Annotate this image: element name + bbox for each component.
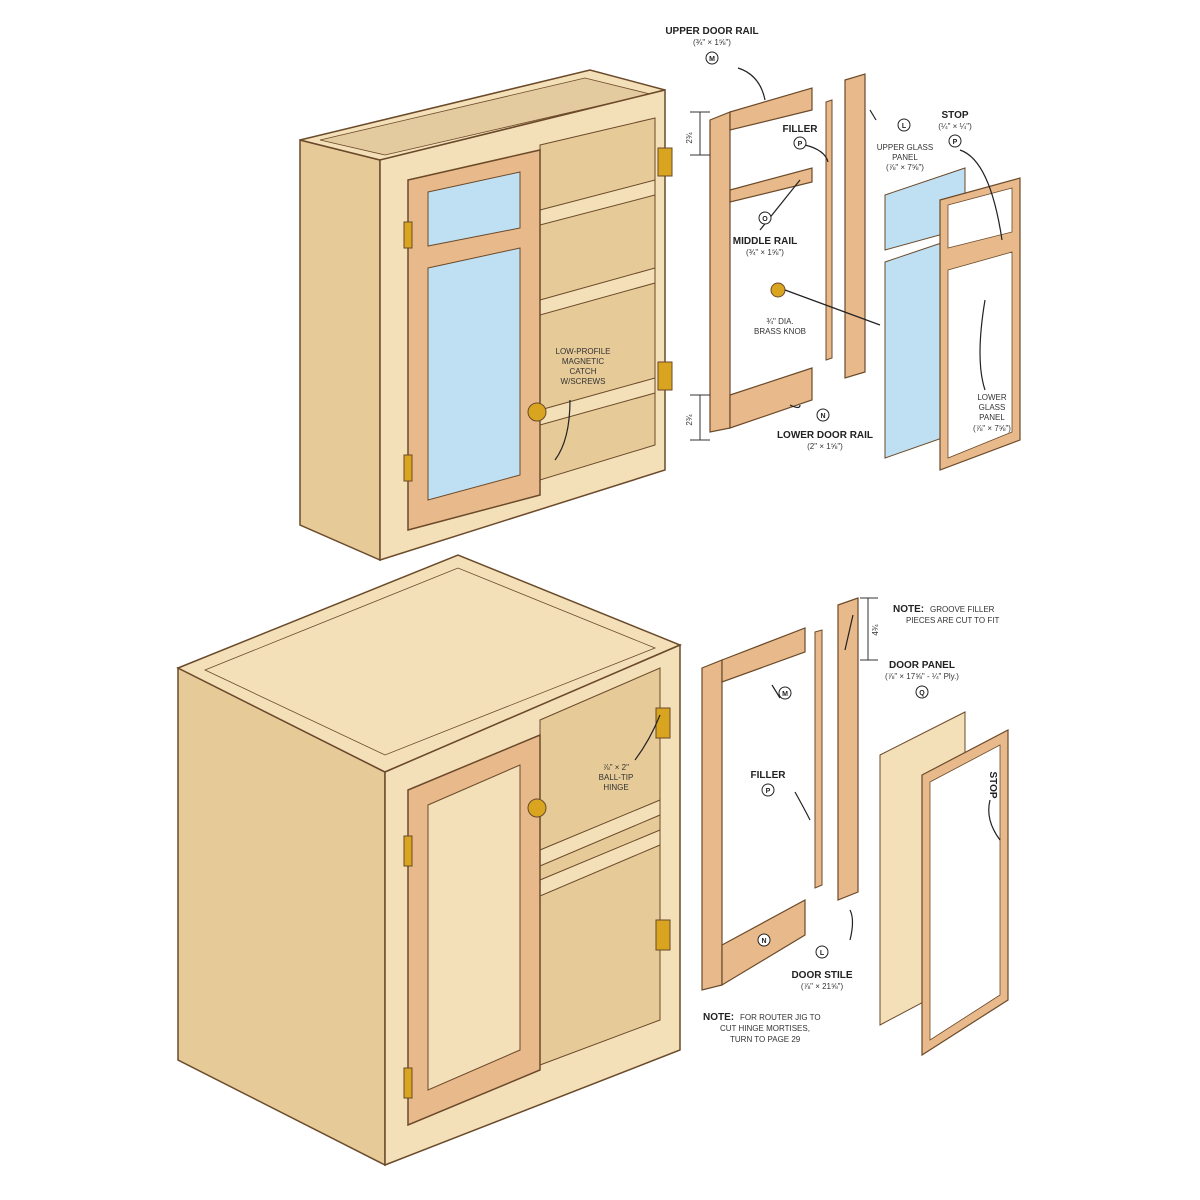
label-lower-glass-2: GLASS xyxy=(979,403,1006,412)
door-stile xyxy=(837,597,859,901)
dim-bottom-rail: 2¾ xyxy=(685,414,694,425)
label-lower-door-rail: LOWER DOOR RAIL xyxy=(777,430,873,441)
upper-hinge-top xyxy=(657,147,673,177)
leader-lines xyxy=(554,67,1003,941)
label-hinge-3: HINGE xyxy=(603,783,628,792)
lower-cabinet xyxy=(176,554,682,1167)
label-middle-rail-dim: (¾" × 1⅝") xyxy=(746,248,784,257)
label-filler-lower: FILLER xyxy=(751,770,787,781)
tag-rail-m: M xyxy=(778,686,792,700)
upper-door-glass-bottom xyxy=(427,247,521,501)
note-top-head: NOTE: xyxy=(893,604,924,615)
label-stop: STOP xyxy=(941,110,968,121)
labels: UPPER DOOR RAIL (¾" × 1⅝") M FILLER P L … xyxy=(556,26,1012,1044)
lower-door-rail xyxy=(729,367,813,429)
middle-rail xyxy=(729,167,813,203)
svg-text:M: M xyxy=(782,691,788,698)
svg-text:L: L xyxy=(820,950,825,957)
label-door-stile: DOOR STILE xyxy=(791,970,852,981)
note-top-line-2: PIECES ARE CUT TO FIT xyxy=(906,616,999,625)
label-filler: FILLER xyxy=(783,124,819,135)
note-bottom-line-2: CUT HINGE MORTISES, xyxy=(720,1024,810,1033)
upper-cabinet-side xyxy=(299,139,381,562)
label-lower-door-rail-dim: (2" × 1⅝") xyxy=(807,442,843,451)
label-catch-2: MAGNETIC xyxy=(562,357,604,366)
label-catch-1: LOW-PROFILE xyxy=(556,347,611,356)
tag-rail-n: N xyxy=(757,933,771,947)
label-upper-glass-2: PANEL xyxy=(892,153,918,162)
label-upper-glass-dim: (⅞" × 7⅝") xyxy=(886,163,924,172)
svg-text:N: N xyxy=(820,413,825,420)
label-middle-rail: MIDDLE RAIL xyxy=(733,236,797,247)
lower-hinge-top xyxy=(655,707,671,739)
svg-text:M: M xyxy=(709,56,715,63)
label-upper-glass: UPPER GLASS xyxy=(877,143,933,152)
upper-door-rail xyxy=(729,87,813,131)
dim-lower-stile: 4¾ xyxy=(871,624,880,635)
lower-hinge-left-bottom xyxy=(403,1067,413,1099)
upper-hinge-left-top xyxy=(403,221,413,249)
lower-cabinet-top-inner xyxy=(204,567,657,756)
svg-text:N: N xyxy=(761,938,766,945)
svg-text:L: L xyxy=(902,123,907,130)
tag-stop: P xyxy=(948,134,962,148)
label-lower-glass-1: LOWER xyxy=(977,393,1007,402)
lower-door-stile-left xyxy=(701,659,723,991)
lower-hinge-bottom xyxy=(655,919,671,951)
note-top-line-1: GROOVE FILLER xyxy=(930,605,995,614)
tag-filler: P xyxy=(793,136,807,150)
label-knob-2: BRASS KNOB xyxy=(754,327,806,336)
lower-hinge-left-top xyxy=(403,835,413,867)
label-stop-dim: (¼" × ¼") xyxy=(938,122,972,131)
label-catch-3: CATCH xyxy=(570,367,597,376)
tag-upper-glass: L xyxy=(897,118,911,132)
upper-door-stile-left xyxy=(709,111,731,433)
note-bottom-head: NOTE: xyxy=(703,1012,734,1023)
label-upper-door-rail-dim: (¾" × 1⅝") xyxy=(693,38,731,47)
upper-filler-strip xyxy=(825,99,833,361)
svg-text:Q: Q xyxy=(919,690,925,697)
label-hinge-2: BALL-TIP xyxy=(599,773,634,782)
tag-filler-lower: P xyxy=(761,783,775,797)
svg-text:O: O xyxy=(762,216,768,223)
svg-text:P: P xyxy=(766,788,771,795)
note-bottom-line-1: FOR ROUTER JIG TO xyxy=(740,1013,821,1022)
upper-door-glass-top xyxy=(427,171,521,247)
tag-door-panel: Q xyxy=(915,685,929,699)
upper-hinge-bottom xyxy=(657,361,673,391)
tag-lower-door-rail: N xyxy=(816,408,830,422)
label-upper-door-rail: UPPER DOOR RAIL xyxy=(665,26,758,37)
upper-stop-frame-opening-1 xyxy=(947,187,1013,249)
lower-door-panel xyxy=(427,764,521,1091)
label-stop-lower: STOP xyxy=(987,771,998,798)
label-door-panel-dim: (⅞" × 17⅝" - ¼" Ply.) xyxy=(885,672,959,681)
upper-hinge-left-bottom xyxy=(403,454,413,482)
lower-stop-frame-opening xyxy=(929,744,1001,1041)
upper-cabinet xyxy=(299,69,673,562)
label-lower-glass-3: PANEL xyxy=(979,413,1005,422)
svg-text:P: P xyxy=(798,141,803,148)
lower-filler-strip xyxy=(814,629,823,889)
tag-upper-door-rail: M xyxy=(705,51,719,65)
label-lower-glass-dim: (⅞" × 7⅝") xyxy=(973,424,1011,433)
upper-brass-knob xyxy=(527,402,547,422)
label-knob-1: ¾" DIA. xyxy=(766,317,793,326)
upper-knob-exploded xyxy=(770,282,786,298)
label-catch-4: W/SCREWS xyxy=(561,377,606,386)
dim-top-rail: 2¾ xyxy=(685,132,694,143)
tag-door-stile: L xyxy=(815,945,829,959)
tag-middle-rail: O xyxy=(758,211,772,225)
upper-exploded-parts xyxy=(709,73,1021,471)
svg-text:P: P xyxy=(953,139,958,146)
note-bottom-line-3: TURN TO PAGE 29 xyxy=(730,1035,801,1044)
label-door-stile-dim: (⅞" × 21⅝") xyxy=(801,982,844,991)
lower-brass-knob xyxy=(527,798,547,818)
lower-exploded-parts xyxy=(701,597,1009,1057)
upper-door-stile-right xyxy=(844,73,866,379)
label-door-panel: DOOR PANEL xyxy=(889,660,955,671)
lower-upper-rail xyxy=(721,627,806,683)
label-hinge-1: ⅞" × 2" xyxy=(603,763,629,772)
